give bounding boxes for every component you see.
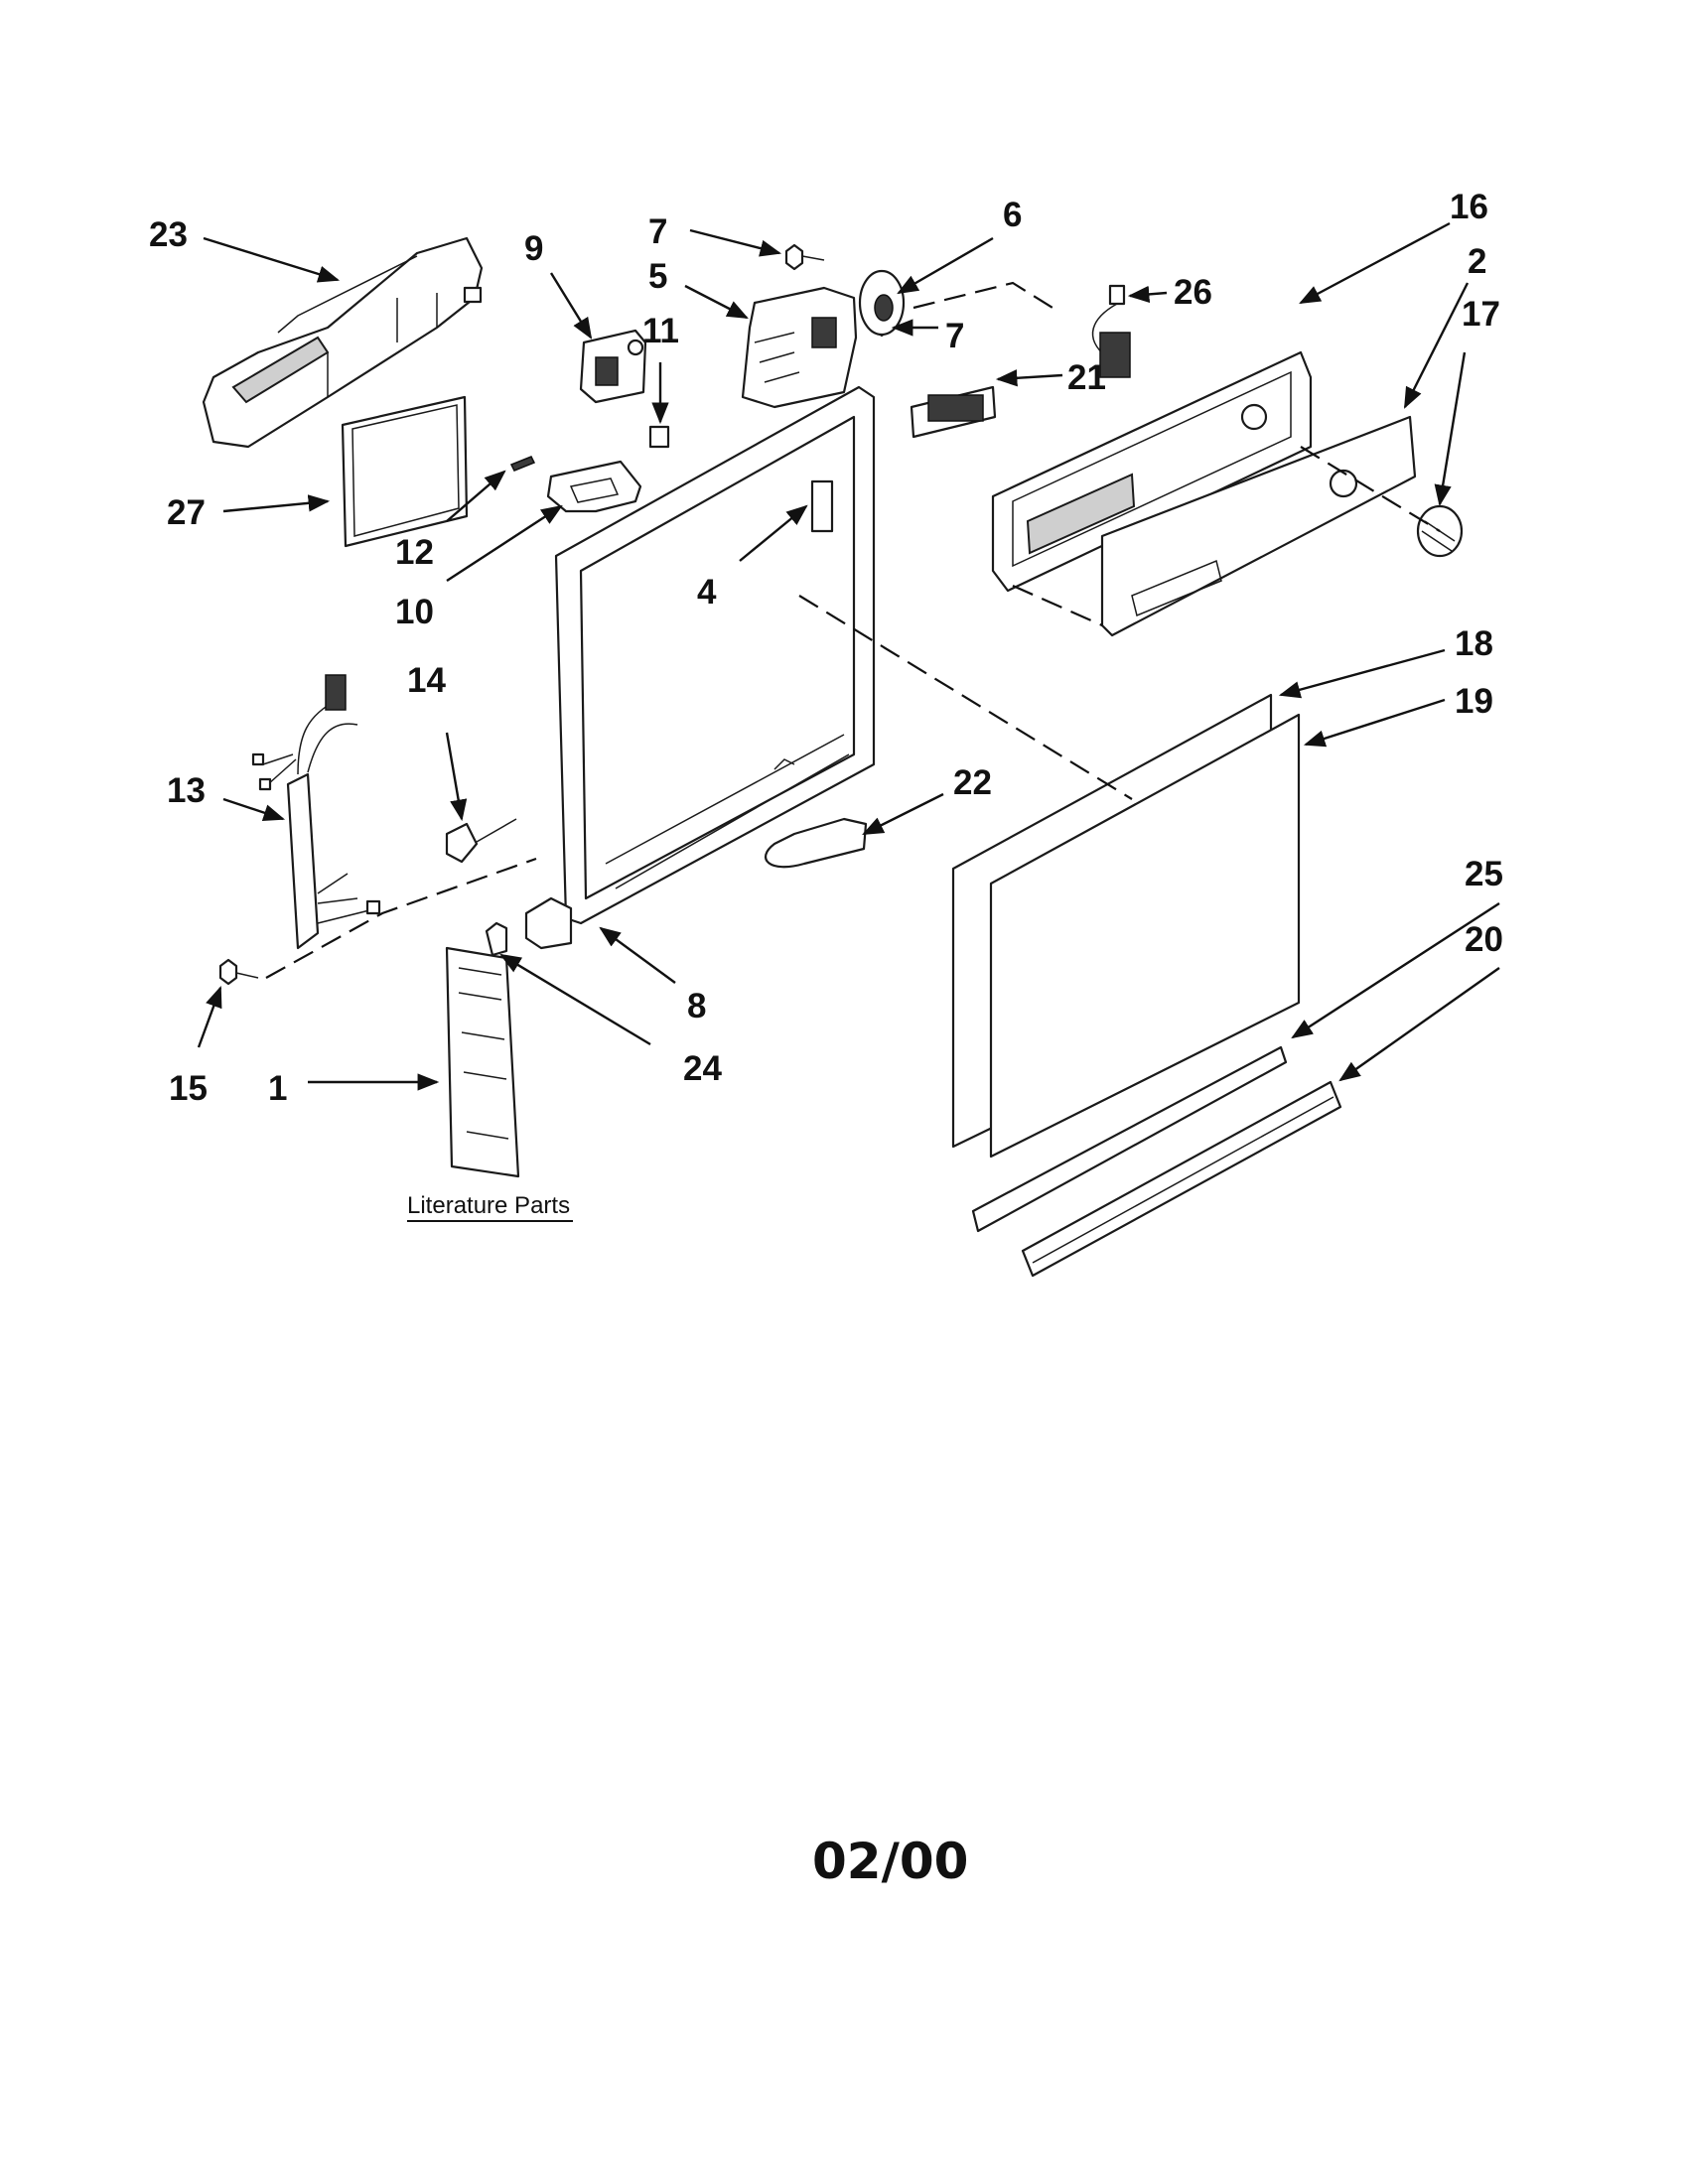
callout-21: 21 — [1067, 358, 1106, 397]
part-10-latch-bracket — [546, 460, 642, 513]
literature-parts-label: Literature Parts — [407, 1192, 570, 1219]
part-22-bracket — [764, 817, 868, 869]
callout-2: 2 — [1468, 242, 1486, 281]
part-9-latch — [579, 329, 647, 404]
part-7-screw-upper — [784, 243, 825, 271]
callout-7-lower: 7 — [945, 317, 964, 355]
part-1-literature-booklet — [445, 946, 520, 1178]
callout-25: 25 — [1465, 855, 1503, 893]
callout-6: 6 — [1003, 196, 1022, 234]
callout-1: 1 — [268, 1069, 287, 1108]
date-code: 02/00 — [812, 1833, 968, 1890]
part-23-control-housing — [202, 236, 484, 449]
part-16-console-panel — [991, 350, 1313, 593]
part-8-hinge — [524, 896, 573, 950]
assembly-lines — [265, 281, 1441, 979]
callout-9: 9 — [524, 229, 543, 268]
callout-15: 15 — [169, 1069, 208, 1108]
leader-arrows — [197, 221, 1500, 1091]
callout-14: 14 — [407, 661, 446, 700]
part-11-latch-clip — [648, 425, 670, 449]
callout-24: 24 — [683, 1049, 722, 1088]
part-21-connector — [910, 385, 997, 439]
part-26-cable — [1091, 284, 1131, 378]
part-5-switch-block — [741, 286, 858, 409]
callout-labels: 23 27 9 11 12 10 7 5 6 7 4 26 21 16 2 17… — [149, 188, 1503, 1108]
callout-11: 11 — [642, 312, 679, 350]
part-14-connector — [445, 818, 517, 864]
callout-17: 17 — [1462, 295, 1500, 334]
part-4-door-frame — [554, 385, 876, 925]
callout-12: 12 — [395, 533, 434, 572]
part-6-indicator — [858, 269, 906, 337]
part-13-wire-harness — [251, 674, 381, 950]
callout-4: 4 — [697, 573, 717, 612]
callout-5: 5 — [648, 257, 667, 296]
callout-27: 27 — [167, 493, 206, 532]
part-20-trim-strip — [1021, 1080, 1342, 1278]
callout-20: 20 — [1465, 920, 1503, 959]
callout-16: 16 — [1450, 188, 1488, 226]
callout-10: 10 — [395, 593, 434, 631]
callout-7-upper: 7 — [648, 212, 667, 251]
callout-13: 13 — [167, 771, 206, 810]
part-19-outer-panel — [989, 713, 1301, 1159]
part-2-control-panel — [1100, 415, 1417, 637]
callout-23: 23 — [149, 215, 188, 254]
callout-26: 26 — [1174, 273, 1212, 312]
part-25-trim-strip — [971, 1045, 1288, 1233]
callout-22: 22 — [953, 763, 992, 802]
callout-8: 8 — [687, 987, 706, 1025]
callout-19: 19 — [1455, 682, 1493, 721]
part-24-clip — [485, 921, 508, 957]
part-12-pin — [509, 456, 536, 472]
part-27-insulation-sheet — [341, 395, 469, 548]
part-15-screw — [218, 958, 259, 986]
callout-18: 18 — [1455, 624, 1493, 663]
